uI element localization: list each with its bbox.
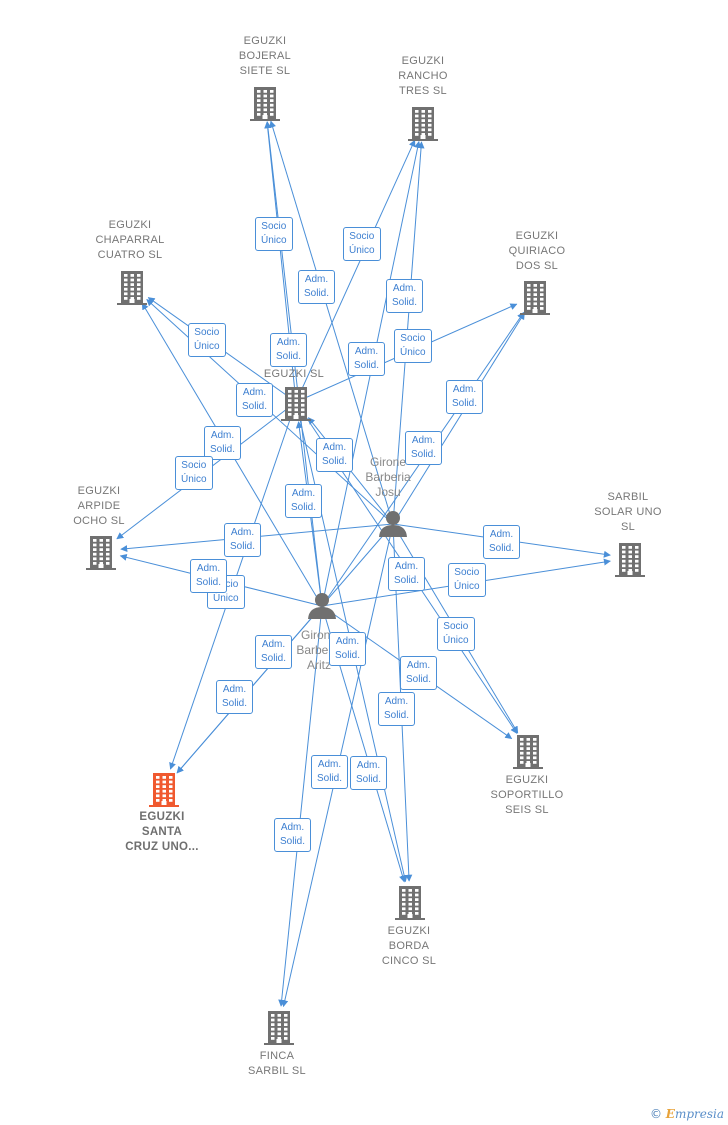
edge-role-label[interactable]: Adm. Solid. <box>350 756 388 790</box>
building-icon[interactable] <box>250 87 280 121</box>
edge-line <box>295 139 416 403</box>
edge-role-label[interactable]: Adm. Solid. <box>386 279 424 313</box>
person-label-josu[interactable]: Girone Barberia Josu <box>365 455 411 499</box>
edge-line <box>392 312 525 525</box>
building-icon[interactable] <box>117 271 147 305</box>
edge-role-label[interactable]: Adm. Solid. <box>224 523 262 557</box>
company-label-finca[interactable]: FINCA SARBIL SL <box>248 1050 306 1077</box>
person-icon[interactable] <box>308 593 336 619</box>
company-label-chaparral[interactable]: EGUZKI CHAPARRAL CUATRO SL <box>95 219 165 261</box>
edge-role-label[interactable]: Adm. Solid. <box>348 342 386 376</box>
edge-role-label[interactable]: Socio Único <box>255 217 293 251</box>
building-icon[interactable] <box>513 735 543 769</box>
building-icon[interactable] <box>264 1011 294 1045</box>
person-icon[interactable] <box>379 511 407 537</box>
building-icon[interactable] <box>86 536 116 570</box>
edge-role-label[interactable]: Adm. Solid. <box>204 426 242 460</box>
company-label-soportillo[interactable]: EGUZKI SOPORTILLO SEIS SL <box>490 774 564 816</box>
edge-role-label[interactable]: Adm. Solid. <box>274 818 312 852</box>
edge-role-label[interactable]: Socio Único <box>448 563 486 597</box>
company-label-borda[interactable]: EGUZKI BORDA CINCO SL <box>381 925 437 967</box>
empresia-logo: © Empresia <box>650 1107 724 1121</box>
edge-role-label[interactable]: Adm. Solid. <box>216 680 254 714</box>
edge-role-label[interactable]: Adm. Solid. <box>483 525 521 559</box>
edge-role-label[interactable]: Adm. Solid. <box>311 755 349 789</box>
edge-role-label[interactable]: Adm. Solid. <box>285 484 323 518</box>
edge-line <box>278 605 323 1007</box>
edge-role-label[interactable]: Socio Único <box>437 617 475 651</box>
copyright-symbol: © <box>649 1107 662 1121</box>
edge-role-label[interactable]: Adm. Solid. <box>190 559 228 593</box>
edge-role-label[interactable]: Adm. Solid. <box>405 431 443 465</box>
edge-role-label[interactable]: Adm. Solid. <box>255 635 293 669</box>
edge-role-label[interactable]: Adm. Solid. <box>378 692 416 726</box>
building-icon[interactable] <box>149 773 179 807</box>
edge-role-label[interactable]: Socio Único <box>343 227 381 261</box>
building-icon[interactable] <box>408 107 438 141</box>
company-label-arpide[interactable]: EGUZKI ARPIDE OCHO SL <box>73 485 125 527</box>
building-icon[interactable] <box>615 543 645 577</box>
edge-role-label[interactable]: Socio Único <box>394 329 432 363</box>
edge-role-label[interactable]: Adm. Solid. <box>236 383 274 417</box>
brand-initial: E <box>665 1107 675 1121</box>
building-icon[interactable] <box>281 387 311 421</box>
company-label-eguzki[interactable]: EGUZKI SL <box>263 368 325 380</box>
edge-role-label[interactable]: Adm. Solid. <box>298 270 336 304</box>
company-label-sarbil_solar[interactable]: SARBIL SOLAR UNO SL <box>594 491 662 533</box>
edge-role-label[interactable]: Adm. Solid. <box>388 557 426 591</box>
company-label-santa_cruz[interactable]: EGUZKI SANTA CRUZ UNO... <box>125 811 199 853</box>
edge-role-label[interactable]: Socio Único <box>175 456 213 490</box>
company-label-rancho[interactable]: EGUZKI RANCHO TRES SL <box>398 55 448 97</box>
edge-role-label[interactable]: Adm. Solid. <box>270 333 308 367</box>
company-label-bojeral[interactable]: EGUZKI BOJERAL SIETE SL <box>238 35 292 77</box>
edge-role-label[interactable]: Adm. Solid. <box>329 632 367 666</box>
brand-name: mpresia <box>674 1107 724 1121</box>
building-icon[interactable] <box>520 281 550 315</box>
person-label-aritz[interactable]: Girone Barberia Aritz <box>296 628 342 672</box>
edge-role-label[interactable]: Adm. Solid. <box>400 656 438 690</box>
edge-role-label[interactable]: Socio Único <box>188 323 226 357</box>
company-label-quiriaco[interactable]: EGUZKI QUIRIACO DOS SL <box>508 230 566 272</box>
building-icon[interactable] <box>395 886 425 920</box>
edge-role-label[interactable]: Adm. Solid. <box>446 380 484 414</box>
edge-role-label[interactable]: Adm. Solid. <box>316 438 354 472</box>
